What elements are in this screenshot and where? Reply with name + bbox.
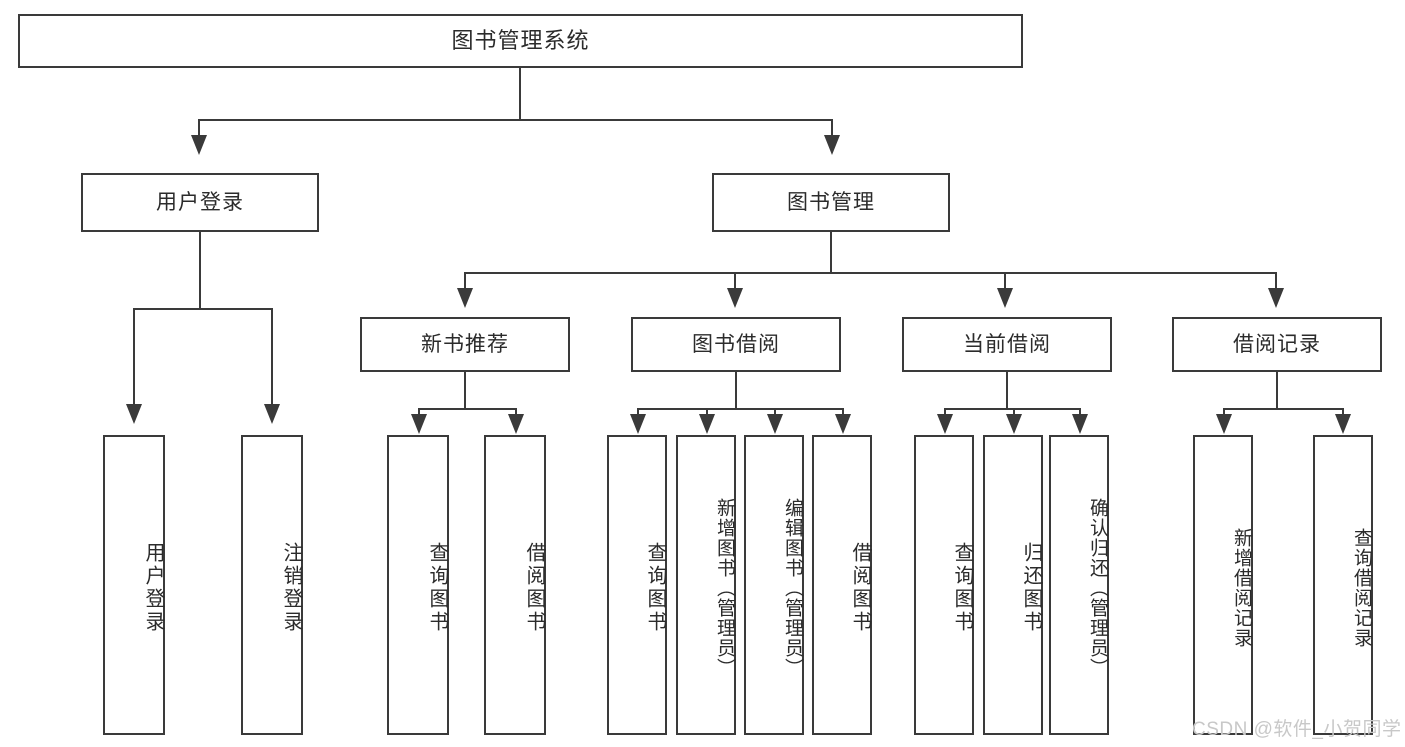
connector-root-stem <box>519 68 521 120</box>
connector-user-login-leg-2 <box>271 308 273 408</box>
connector-book-mgmt-stem <box>830 232 832 274</box>
leaf-borrowrecord-query-record[interactable]: 查询借阅记录 <box>1313 435 1373 735</box>
connector-book-mgmt-leg-3 <box>1004 272 1006 292</box>
connector-bookborrow-bus <box>637 408 843 410</box>
node-borrow-record[interactable]: 借阅记录 <box>1172 317 1382 372</box>
leaf-currentborrow-confirm-return-admin[interactable]: 确认归还（管理员） <box>1049 435 1109 735</box>
connector-newbook-stem <box>464 372 466 410</box>
arrowhead-user-login-1 <box>126 404 142 424</box>
connector-book-mgmt-leg-4 <box>1275 272 1277 292</box>
connector-newbook-bus <box>418 408 517 410</box>
connector-user-login-stem <box>199 232 201 310</box>
arrowhead-root-2 <box>824 135 840 155</box>
connector-root-leg-2 <box>831 119 833 139</box>
connector-book-mgmt-leg-2 <box>734 272 736 292</box>
arrowhead-bookborrow-1 <box>630 414 646 434</box>
connector-borrowrecord-bus <box>1223 408 1344 410</box>
arrowhead-borrowrecord-1 <box>1216 414 1232 434</box>
leaf-newbook-query-book[interactable]: 查询图书 <box>387 435 449 735</box>
connector-root-bus <box>198 119 833 121</box>
connector-borrowrecord-stem <box>1276 372 1278 410</box>
connector-book-mgmt-leg-1 <box>464 272 466 292</box>
node-user-login[interactable]: 用户登录 <box>81 173 319 232</box>
arrowhead-book-mgmt-2 <box>727 288 743 308</box>
node-current-borrow[interactable]: 当前借阅 <box>902 317 1112 372</box>
node-root-system[interactable]: 图书管理系统 <box>18 14 1023 68</box>
leaf-user-login-login[interactable]: 用户登录 <box>103 435 165 735</box>
arrowhead-borrowrecord-2 <box>1335 414 1351 434</box>
connector-currentborrow-bus <box>944 408 1081 410</box>
arrowhead-root-1 <box>191 135 207 155</box>
arrowhead-book-mgmt-4 <box>1268 288 1284 308</box>
arrowhead-currentborrow-2 <box>1006 414 1022 434</box>
leaf-bookborrow-edit-book-admin[interactable]: 编辑图书（管理员） <box>744 435 804 735</box>
csdn-watermark: CSDN @软件_小贺同学 <box>1192 719 1402 740</box>
connector-bookborrow-stem <box>735 372 737 410</box>
leaf-newbook-borrow-book[interactable]: 借阅图书 <box>484 435 546 735</box>
arrowhead-bookborrow-2 <box>699 414 715 434</box>
arrowhead-newbook-2 <box>508 414 524 434</box>
arrowhead-currentborrow-3 <box>1072 414 1088 434</box>
connector-user-login-bus <box>133 308 273 310</box>
arrowhead-currentborrow-1 <box>937 414 953 434</box>
connector-currentborrow-stem <box>1006 372 1008 410</box>
leaf-user-login-logout[interactable]: 注销登录 <box>241 435 303 735</box>
arrowhead-bookborrow-3 <box>767 414 783 434</box>
connector-book-mgmt-bus <box>464 272 1277 274</box>
arrowhead-user-login-2 <box>264 404 280 424</box>
arrowhead-bookborrow-4 <box>835 414 851 434</box>
node-book-management[interactable]: 图书管理 <box>712 173 950 232</box>
leaf-bookborrow-query-book[interactable]: 查询图书 <box>607 435 667 735</box>
arrowhead-newbook-1 <box>411 414 427 434</box>
node-book-borrow[interactable]: 图书借阅 <box>631 317 841 372</box>
leaf-currentborrow-return-book[interactable]: 归还图书 <box>983 435 1043 735</box>
node-new-book-recommend[interactable]: 新书推荐 <box>360 317 570 372</box>
leaf-currentborrow-query-book[interactable]: 查询图书 <box>914 435 974 735</box>
arrowhead-book-mgmt-1 <box>457 288 473 308</box>
connector-root-leg-1 <box>198 119 200 139</box>
connector-user-login-leg-1 <box>133 308 135 408</box>
leaf-bookborrow-borrow-book[interactable]: 借阅图书 <box>812 435 872 735</box>
leaf-borrowrecord-add-record[interactable]: 新增借阅记录 <box>1193 435 1253 735</box>
arrowhead-book-mgmt-3 <box>997 288 1013 308</box>
leaf-bookborrow-add-book-admin[interactable]: 新增图书（管理员） <box>676 435 736 735</box>
